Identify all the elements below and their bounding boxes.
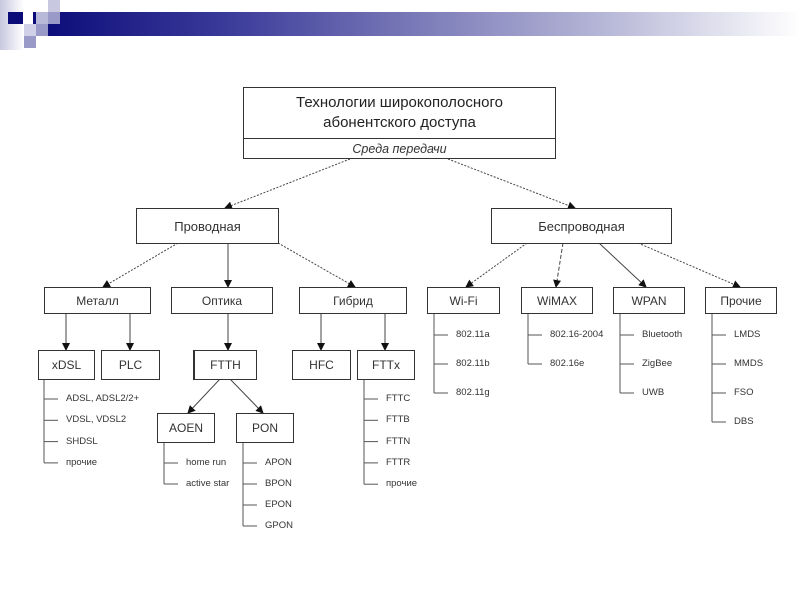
leaf-item: LMDS	[734, 329, 761, 340]
node-pon: PON	[236, 413, 294, 443]
connector-root-wired	[224, 158, 351, 210]
node-wpan: WPAN	[613, 287, 685, 314]
connector-wired-metal	[102, 242, 179, 288]
connector-wired-hybrid	[277, 242, 356, 288]
node-fttx: FTTx	[357, 350, 415, 380]
node-plc: PLC	[101, 350, 160, 380]
root-subtitle: Среда передачи	[352, 142, 447, 156]
leaf-item: прочие	[66, 456, 98, 468]
decor-square	[36, 24, 48, 36]
leaf-item: Bluetooth	[642, 329, 683, 340]
connector-wireless-other	[637, 242, 741, 288]
leaf-item: BPON	[265, 478, 292, 489]
node-wireless-other: Прочие	[705, 287, 777, 314]
slide-header-banner	[0, 0, 800, 50]
leaf-item: DBS	[734, 416, 754, 427]
leaf-item: FTTR	[386, 456, 411, 468]
node-hfc: HFC	[292, 350, 351, 380]
leaf-item: ADSL, ADSL2/2+	[66, 393, 140, 404]
connector-wireless-wifi	[465, 242, 528, 288]
leaf-item: 802.11a	[456, 329, 490, 340]
leaf-item: FTTB	[386, 414, 410, 426]
leaf-item: APON	[265, 457, 292, 468]
header-gradient-bar	[33, 12, 800, 36]
leaf-item: FSO	[734, 387, 754, 398]
connector-wireless-wpan	[598, 242, 647, 288]
decor-square	[24, 24, 36, 36]
node-wired: Проводная	[136, 208, 279, 244]
leaf-item: VDSL, VDSL2	[66, 414, 127, 426]
node-aoen: AOEN	[157, 413, 215, 443]
leaf-item: ZigBee	[642, 358, 673, 369]
node-wimax: WiMAX	[521, 287, 593, 314]
leaf-item: home run	[186, 457, 227, 468]
node-ftth: FTTH	[193, 350, 257, 380]
connector-ftth-pon	[229, 378, 264, 414]
root-title-line2: абонентского доступа	[323, 114, 476, 131]
leaf-item: GPON	[265, 520, 293, 531]
leaf-item: MMDS	[734, 358, 764, 369]
leaf-item: FTTN	[386, 435, 411, 447]
leaf-item: SHDSL	[66, 435, 98, 447]
leaf-item: 802.11g	[456, 387, 490, 398]
root-node: Технологии широкополосного абонентского …	[243, 87, 556, 159]
node-xdsl: xDSL	[38, 350, 95, 380]
decor-square	[48, 0, 60, 12]
leaf-item: 802.16-2004	[550, 329, 604, 340]
node-wifi: Wi-Fi	[427, 287, 500, 314]
node-optics: Оптика	[171, 287, 273, 314]
node-hybrid: Гибрид	[299, 287, 407, 314]
leaf-item: FTTC	[386, 393, 411, 404]
leaf-item: active star	[186, 478, 230, 489]
connector-root-wireless	[447, 158, 576, 210]
leaf-item: UWB	[642, 387, 665, 398]
leaf-item: EPON	[265, 499, 292, 510]
connector-ftth-aoen	[187, 378, 221, 414]
connector-wireless-wimax	[553, 242, 564, 288]
leaf-item: 802.11b	[456, 358, 490, 369]
root-title: Технологии широкополосного абонентского …	[244, 88, 555, 139]
decor-square	[8, 12, 23, 24]
decor-square	[24, 36, 36, 48]
decor-square	[0, 0, 24, 50]
node-wireless: Беспроводная	[491, 208, 672, 244]
decor-square	[36, 12, 48, 24]
node-metal: Металл	[44, 287, 151, 314]
leaf-item: 802.16e	[550, 358, 585, 369]
root-title-line1: Технологии широкополосного	[296, 94, 503, 111]
leaf-item: прочие	[386, 478, 418, 490]
decor-square	[48, 12, 60, 24]
